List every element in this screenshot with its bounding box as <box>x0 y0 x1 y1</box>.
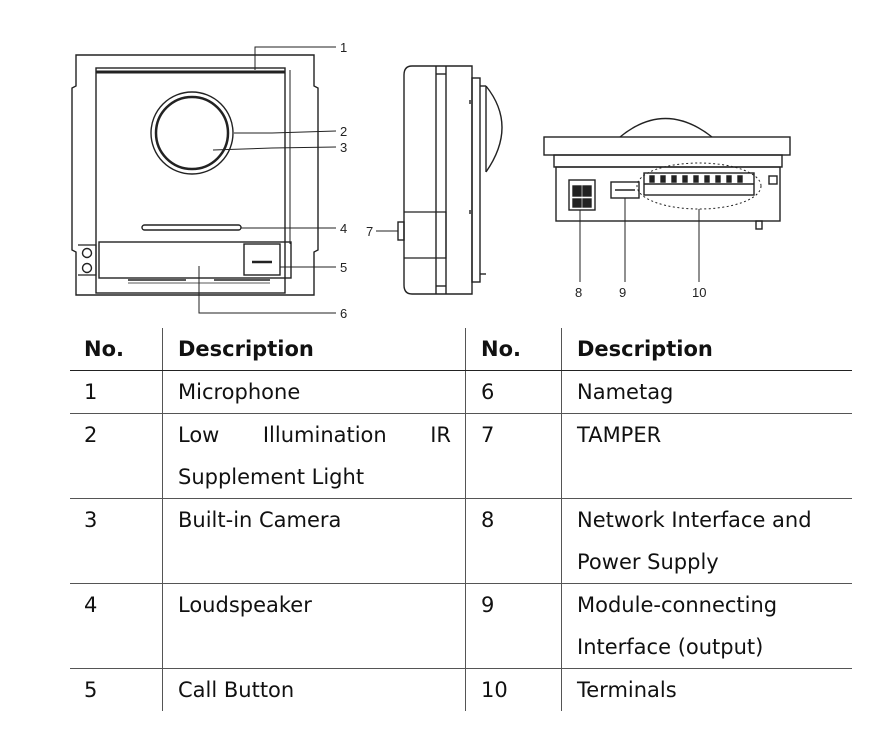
row-description: Terminals <box>561 668 852 711</box>
callout-3: 3 <box>340 140 347 155</box>
callout-9: 9 <box>619 285 626 300</box>
table-header-row: No. Description No. Description <box>70 328 852 371</box>
bottom-view <box>543 117 791 230</box>
table-row: 3 Built-in Camera 8 Network Interface an… <box>70 498 852 584</box>
row-number: 5 <box>84 678 98 702</box>
row-description: Built-in Camera <box>162 498 466 584</box>
row-number: 1 <box>70 370 163 414</box>
table-row: 5 Call Button 10 Terminals <box>70 668 852 711</box>
row-number: 2 <box>70 413 163 499</box>
front-frame-outline <box>71 54 319 296</box>
bottom-top-plate <box>543 136 791 156</box>
row-description: Call Button <box>162 668 466 711</box>
row-description: Microphone <box>162 370 466 414</box>
front-view <box>71 54 319 296</box>
callout-4: 4 <box>340 221 347 236</box>
header-description-2: Description <box>561 328 852 371</box>
row-number: 10 <box>465 668 562 711</box>
row-description: Module-connecting Interface (output) <box>561 583 852 669</box>
table-row: 1 Microphone 6 Nametag <box>70 370 852 414</box>
call-button <box>243 243 281 276</box>
callout-2: 2 <box>340 124 347 139</box>
description-line: Low Illumination IR <box>178 423 451 447</box>
nametag-frame <box>98 241 292 279</box>
row-number: 9 <box>465 583 562 669</box>
side-body-outline <box>403 65 473 295</box>
row-description: Network Interface and Power Supply <box>561 498 852 584</box>
row-description: Loudspeaker <box>162 583 466 669</box>
front-panel <box>95 67 286 294</box>
bottom-camera-dome <box>619 117 713 138</box>
table-row: 4 Loudspeaker 9 Module-connecting Interf… <box>70 583 852 669</box>
loudspeaker-slot <box>141 224 242 231</box>
description-line: Supplement Light <box>178 465 365 489</box>
side-camera-dome <box>485 85 503 173</box>
network-port <box>568 179 596 211</box>
camera-ring-outer <box>150 91 234 175</box>
callout-5: 5 <box>340 260 347 275</box>
side-view <box>397 65 503 295</box>
terminals-highlight <box>636 162 762 210</box>
header-no-1: No. <box>70 328 163 371</box>
header-no-2: No. <box>465 328 562 371</box>
callout-10: 10 <box>692 285 706 300</box>
front-leader-lines <box>198 46 337 314</box>
row-number: 7 <box>465 413 562 499</box>
callout-8: 8 <box>575 285 582 300</box>
row-description: TAMPER <box>561 413 852 499</box>
row-number: 3 <box>70 498 163 584</box>
row-number: 8 <box>465 498 562 584</box>
component-table: No. Description No. Description 1 Microp… <box>70 328 852 711</box>
table-row: 2 Low Illumination IR Supplement Light 7… <box>70 413 852 499</box>
device-diagram: 1 2 3 4 5 6 7 8 9 10 <box>71 40 791 321</box>
row-description: Nametag <box>561 370 852 414</box>
bottom-leader-lines <box>579 198 700 282</box>
tamper-switch <box>397 221 405 241</box>
bottom-body <box>555 166 781 222</box>
camera-ring-inner <box>154 95 230 171</box>
header-description-1: Description <box>162 328 466 371</box>
row-description: Low Illumination IR Supplement Light <box>162 413 466 499</box>
callout-6: 6 <box>340 306 347 321</box>
row-number: 4 <box>70 583 163 669</box>
row-number: 6 <box>465 370 562 414</box>
callout-7: 7 <box>366 224 373 239</box>
callout-1: 1 <box>340 40 347 55</box>
